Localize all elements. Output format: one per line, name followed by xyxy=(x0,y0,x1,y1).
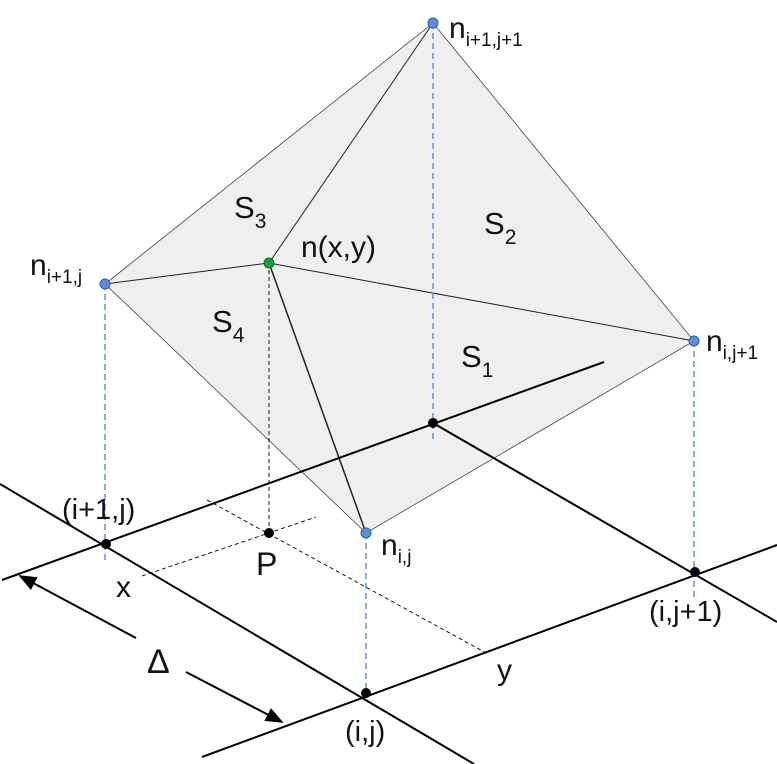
node-n-xy xyxy=(263,257,275,269)
label-S3: S3 xyxy=(234,190,266,233)
node-n-ij1 xyxy=(688,335,700,347)
label-n-i1j: ni+1,j xyxy=(30,249,82,288)
grid-point-ij xyxy=(361,688,371,698)
grid-line-row-i xyxy=(201,544,777,758)
spacing-arrow-lower xyxy=(185,671,284,723)
grid-point-ij1 xyxy=(690,567,700,577)
grid-point-i1j xyxy=(101,539,111,549)
spacing-arrow-upper xyxy=(18,575,137,639)
label-n-xy: n(x,y) xyxy=(301,231,376,264)
label-n-ij: ni,j xyxy=(381,529,411,568)
label-spacing-delta: Δ xyxy=(147,643,170,681)
label-S1: S1 xyxy=(461,339,493,382)
label-grid-ij1: (i,j+1) xyxy=(649,596,722,628)
point-P xyxy=(264,528,274,538)
label-S4: S4 xyxy=(212,304,245,347)
y-axis-dashed xyxy=(206,499,489,655)
label-axis-x: x xyxy=(116,571,131,604)
node-n-ij xyxy=(360,527,372,539)
label-grid-i1j: (i+1,j) xyxy=(62,494,135,526)
edge-nxy-to-n-ij xyxy=(268,262,367,534)
label-P: P xyxy=(256,546,277,582)
surface-patch xyxy=(104,22,695,534)
label-S2: S2 xyxy=(484,206,516,249)
label-n-i1j1: ni+1,j+1 xyxy=(449,12,523,51)
grid-line-col-j xyxy=(0,483,475,764)
grid-line-col-j1 xyxy=(432,422,777,623)
grid-point-i1j1 xyxy=(428,418,438,428)
label-n-ij1: ni,j+1 xyxy=(706,325,758,364)
edge-nxy-to-n-i1j1 xyxy=(268,22,434,264)
node-n-i1j1 xyxy=(427,17,439,29)
edge-nxy-to-n-i1j xyxy=(104,262,270,285)
x-axis-dashed xyxy=(141,516,317,577)
label-axis-y: y xyxy=(497,654,512,687)
edge-nxy-to-n-ij1 xyxy=(268,262,695,342)
label-grid-ij: (i,j) xyxy=(345,716,385,748)
node-n-i1j xyxy=(99,278,111,290)
